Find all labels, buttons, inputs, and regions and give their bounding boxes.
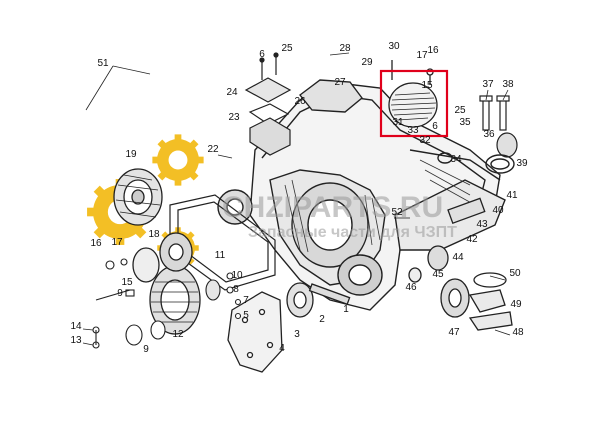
bearing-47: [440, 272, 513, 331]
callout-32: 32: [419, 135, 431, 146]
callout-41: 41: [506, 190, 518, 201]
side-cover-15: [388, 60, 438, 128]
callout-29: 29: [361, 57, 373, 68]
callout-8: 8: [233, 284, 239, 295]
studs-37-38: [479, 95, 518, 158]
callout-31: 31: [392, 117, 404, 128]
small-parts-left: [92, 258, 166, 349]
leader-lines: [82, 52, 511, 346]
callout-11: 11: [215, 250, 226, 261]
gear-12: [132, 232, 201, 335]
callout-26: 26: [294, 96, 306, 107]
callout-6: 6: [259, 49, 265, 60]
callout-15: 15: [121, 277, 133, 288]
watermark-title: CHZIPARTS.RU: [222, 191, 443, 224]
callout-16: 16: [427, 45, 439, 56]
callout-16: 16: [90, 238, 102, 249]
callout-37: 37: [482, 79, 494, 90]
gear-45: [408, 197, 486, 283]
callout-27: 27: [334, 77, 346, 88]
watermark-subtitle: Запасные части для ЧЗПТ: [248, 224, 457, 241]
rings-39-34: [437, 152, 515, 174]
main-housing: [217, 79, 506, 311]
callout-13: 13: [70, 335, 82, 346]
callout-22: 22: [207, 144, 219, 155]
callout-30: 30: [388, 41, 400, 52]
callout-25: 25: [454, 105, 466, 116]
callout-19: 19: [125, 149, 137, 160]
callout-17: 17: [416, 50, 428, 61]
top-cover-plate: [244, 52, 292, 156]
callout-6: 6: [432, 121, 438, 132]
callout-5: 5: [243, 310, 249, 321]
callout-28: 28: [339, 43, 351, 54]
callout-46: 46: [405, 282, 417, 293]
callout-50: 50: [509, 268, 521, 279]
gear-2: [286, 282, 351, 318]
watermark-gear-shape: [152, 134, 204, 186]
callout-18: 18: [148, 229, 160, 240]
callout-35: 35: [459, 117, 471, 128]
callout-4: 4: [279, 343, 285, 354]
callout-7: 7: [243, 295, 249, 306]
callout-40: 40: [492, 205, 504, 216]
cover-plate-4: [227, 291, 283, 373]
callout-12: 12: [172, 329, 184, 340]
housing-hatching: [284, 159, 476, 253]
callout-10: 10: [231, 270, 243, 281]
callout-2: 2: [319, 314, 325, 325]
callout-48: 48: [512, 327, 524, 338]
callout-33: 33: [407, 125, 419, 136]
callout-44: 44: [452, 252, 464, 263]
callout-23: 23: [228, 112, 240, 123]
callout-24: 24: [226, 87, 238, 98]
callout-1: 1: [343, 304, 349, 315]
callout-43: 43: [476, 219, 488, 230]
highlight-box: [379, 69, 449, 138]
callout-49: 49: [510, 299, 522, 310]
callout-34: 34: [450, 154, 462, 165]
callout-42: 42: [466, 234, 478, 245]
callout-17: 17: [111, 237, 123, 248]
callout-45: 45: [432, 269, 444, 280]
callout-25: 25: [281, 43, 293, 54]
callout-9: 9: [117, 288, 123, 299]
callout-39: 39: [516, 158, 528, 169]
callout-9: 9: [143, 344, 149, 355]
callout-3: 3: [294, 329, 300, 340]
callout-36: 36: [483, 129, 495, 140]
callout-51: 51: [97, 58, 109, 69]
small-parts-center: [205, 272, 242, 320]
callout-15: 15: [421, 80, 433, 91]
gear-19: [113, 168, 163, 226]
callout-47: 47: [448, 327, 460, 338]
callout-52: 52: [391, 207, 403, 218]
callout-38: 38: [502, 79, 514, 90]
callout-14: 14: [70, 321, 82, 332]
